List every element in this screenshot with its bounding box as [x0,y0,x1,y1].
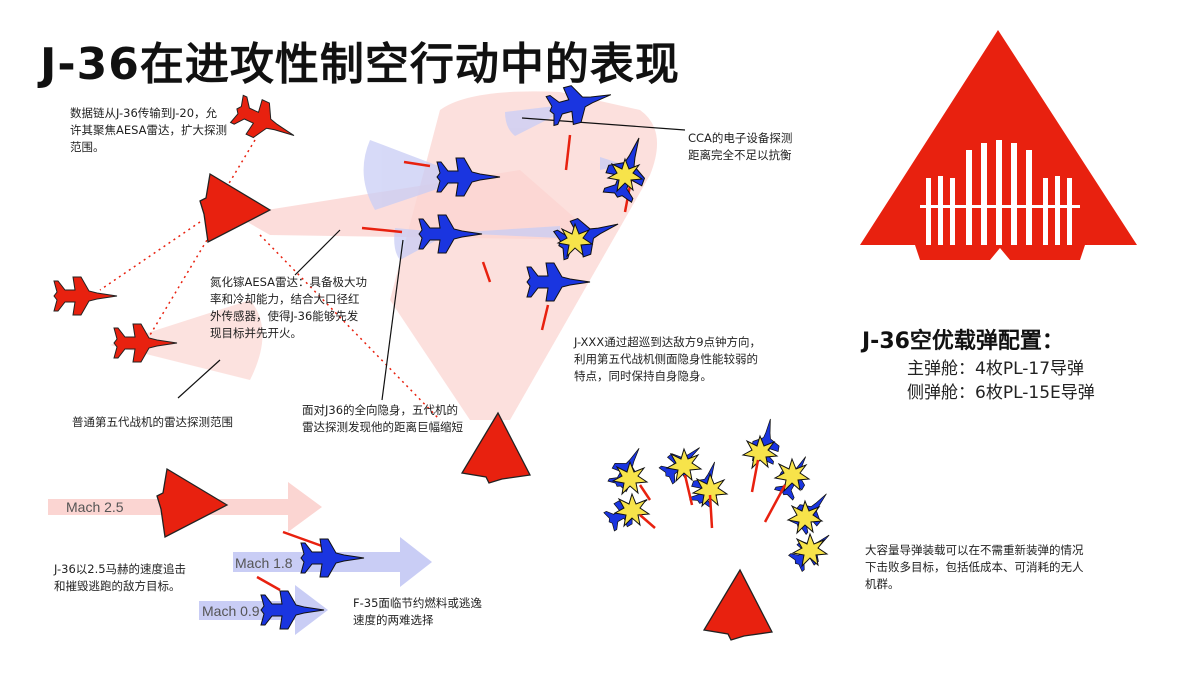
fifth-gen-radar-annotation: 普通第五代战机的雷达探测范围 [72,415,233,429]
loadout-title: J-36空优载弹配置： [862,329,1064,354]
j36-icon [199,173,271,243]
leader-lines [177,117,686,401]
stealth-annotation: 面对J36的全向隐身，五代机的 雷达探测发现他的距离巨幅缩短 [302,403,463,434]
swarm-annotation: 大容量导弹装载可以在不需重新装弹的情况 下击败多目标，包括低成本、可消耗的无人 … [865,543,1084,591]
speed-label-mach-2-5: Mach 2.5 [66,499,124,515]
j20-icon [228,91,303,154]
speed-label-mach-0-9: Mach 0.9 [202,603,260,619]
main-bay-loadout: 主弹舱：4枚PL-17导弹 [907,359,1085,379]
f35-icon [260,590,325,630]
j36-icon [156,468,228,538]
speed-label-mach-1-8: Mach 1.8 [235,555,293,571]
f35-dilemma-annotation: F-35面临节约燃料或逃逸 速度的两难选择 [353,596,482,627]
datalink-lines [99,139,441,421]
j36-icon [461,412,531,484]
page-title: J-36在进攻性制空行动中的表现 [40,39,680,90]
cca-annotation: CCA的电子设备探测 距离完全不足以抗衡 [688,131,793,162]
chase-annotation: J-36以2.5马赫的速度追击 和摧毁逃跑的敌方目标。 [54,562,187,593]
j36-loadout-illustration [860,30,1137,260]
j36-icon [703,569,773,641]
drone-swarm [557,158,839,574]
side-bay-loadout: 侧弹舱：6枚PL-15E导弹 [907,383,1095,403]
missile-icons [920,140,1080,245]
aesa-radar-annotation: 氮化镓AESA雷达：具备极大功 率和冷却能力，结合大口径红 外传感器，使得J-3… [210,275,368,340]
jxxx-annotation: J-XXX通过超巡到达敌方9点钟方向， 利用第五代战机侧面隐身性能较弱的 特点，… [574,335,762,383]
j20-icon [53,276,118,316]
datalink-annotation: 数据链从J-36传输到J-20，允 许其聚焦AESA雷达，扩大探测 范围。 [70,106,228,154]
